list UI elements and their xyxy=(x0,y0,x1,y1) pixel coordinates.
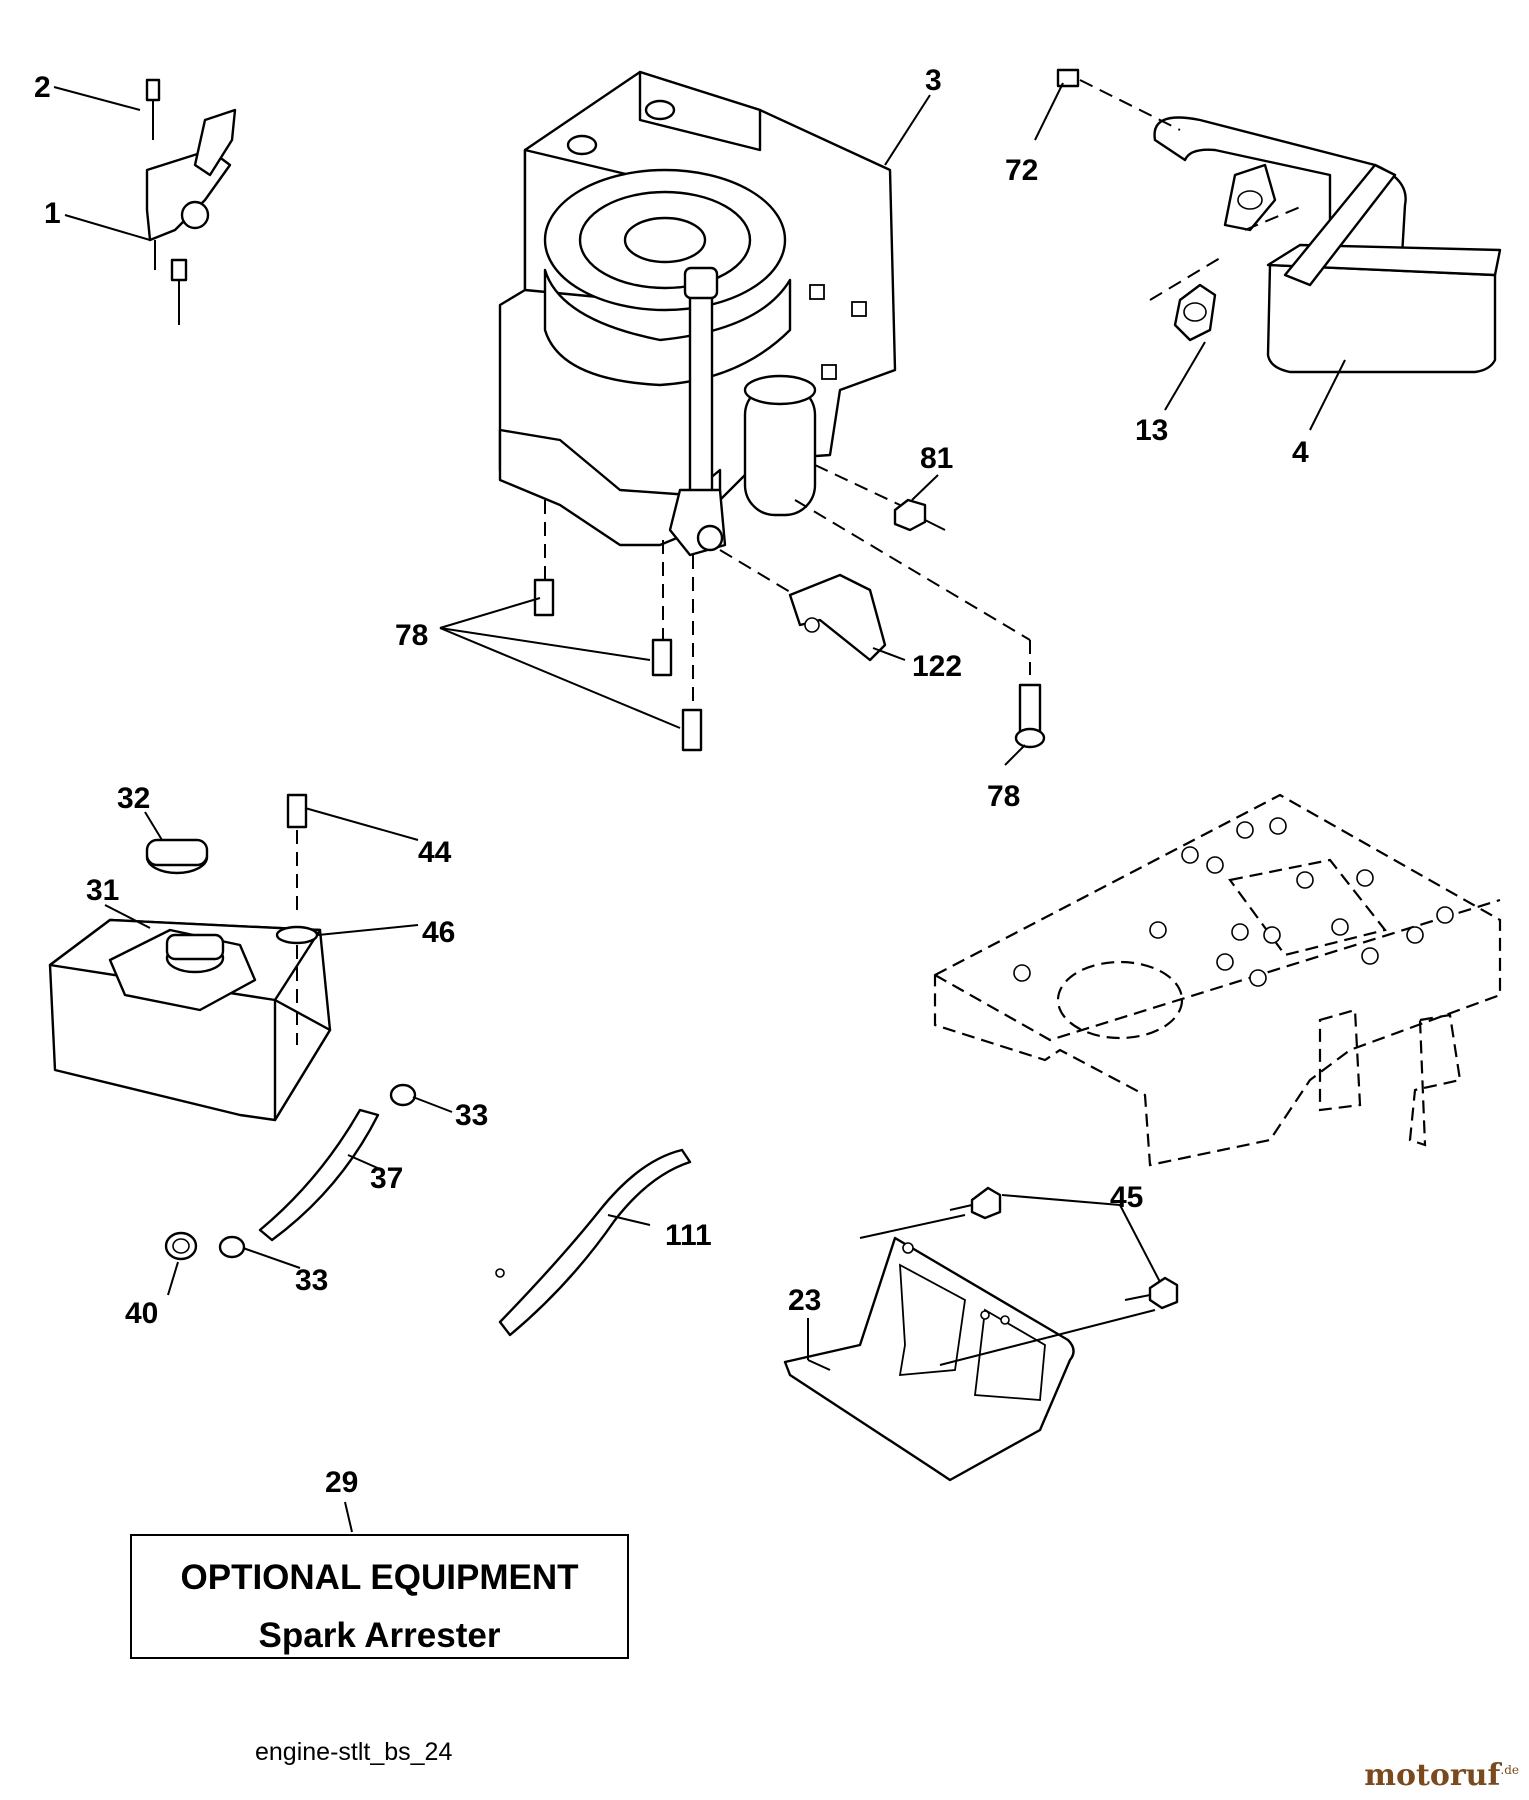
callout-4: 4 xyxy=(1292,436,1309,469)
callout-32: 32 xyxy=(117,782,150,815)
callout-81: 81 xyxy=(920,442,953,475)
callout-46: 46 xyxy=(422,916,455,949)
callout-45: 45 xyxy=(1110,1181,1143,1214)
heat-shield-part xyxy=(719,549,887,662)
fuel-line-part xyxy=(164,1083,417,1261)
callout-labels: 2 1 3 72 13 4 81 78 122 78 32 44 31 46 3… xyxy=(34,64,1309,1499)
watermark-logo: motoruf.de xyxy=(1364,1758,1519,1793)
throttle-control-part xyxy=(145,78,237,325)
diagram-caption: engine-stlt_bs_24 xyxy=(255,1738,453,1766)
watermark-suffix: .de xyxy=(1500,1763,1519,1777)
callout-13: 13 xyxy=(1135,414,1168,447)
callout-33-top: 33 xyxy=(455,1099,488,1132)
optional-equipment-subtitle: Spark Arrester xyxy=(258,1616,501,1655)
bracket-plate-part xyxy=(783,1186,1179,1482)
callout-40: 40 xyxy=(125,1297,158,1330)
callout-29: 29 xyxy=(325,1466,358,1499)
hose-part xyxy=(495,1148,692,1337)
callout-44: 44 xyxy=(418,836,452,869)
optional-equipment-box: OPTIONAL EQUIPMENT Spark Arrester xyxy=(130,1534,629,1659)
callout-3: 3 xyxy=(925,64,942,97)
callout-111: 111 xyxy=(665,1219,712,1252)
optional-equipment-title: OPTIONAL EQUIPMENT xyxy=(180,1558,579,1597)
callout-122: 122 xyxy=(912,650,962,683)
callout-1: 1 xyxy=(44,197,61,230)
callout-78-right: 78 xyxy=(987,780,1020,813)
callout-37: 37 xyxy=(370,1162,403,1195)
callout-31: 31 xyxy=(86,874,119,907)
callout-2: 2 xyxy=(34,71,51,104)
engine-bolts-part xyxy=(533,499,1046,752)
watermark-text: motoruf xyxy=(1364,1758,1501,1793)
callout-23: 23 xyxy=(788,1284,821,1317)
frame-outline xyxy=(933,793,1502,1167)
nut-part xyxy=(814,464,946,532)
callout-leaders xyxy=(53,82,1346,1533)
callout-72: 72 xyxy=(1005,154,1038,187)
callout-78-left: 78 xyxy=(395,619,428,652)
callout-33-bottom: 33 xyxy=(295,1264,328,1297)
fuel-tank-part xyxy=(48,838,332,1122)
tank-screw-part xyxy=(275,793,319,1045)
engine-part xyxy=(498,70,897,557)
muffler-part xyxy=(1056,68,1502,374)
